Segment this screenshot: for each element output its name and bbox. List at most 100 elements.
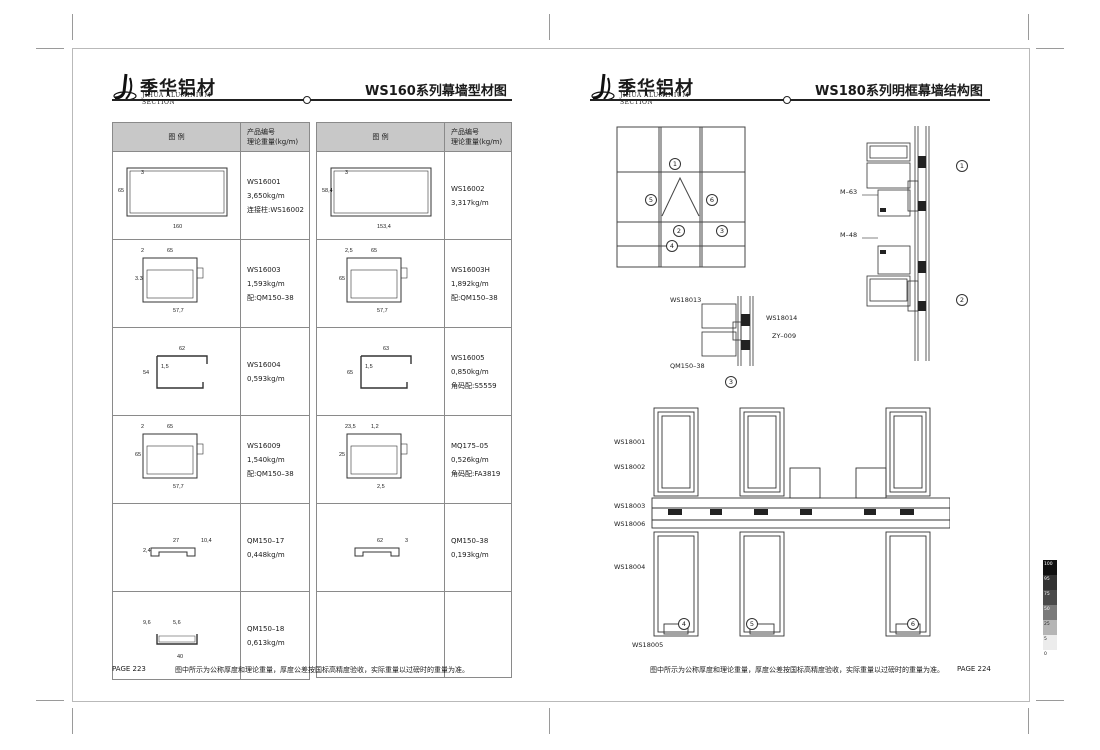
dimension-label: 3 <box>345 170 348 176</box>
crop-mark <box>72 708 73 734</box>
transom-detail-diagram <box>701 296 754 366</box>
dimension-label: 5,6 <box>173 620 181 626</box>
plan-label: WS18001 <box>614 438 646 446</box>
profile-info-line: MQ175–05 <box>451 441 489 450</box>
crop-mark <box>1028 708 1029 734</box>
profile-info-line: WS16009 <box>247 441 281 450</box>
dimension-label: 62 <box>179 346 185 352</box>
plan-label: WS18005 <box>632 641 664 649</box>
profile-info: WS16002 3,317kg/m <box>444 151 512 240</box>
profile-info-line: WS16003 <box>247 265 281 274</box>
dimension-label: 2 <box>141 424 144 430</box>
column-header-image: 图 例 <box>316 122 445 152</box>
dimension-label: 3 <box>141 170 144 176</box>
dimension-label: 58,4 <box>322 188 333 194</box>
brand-name: 季华铝材 <box>140 78 216 99</box>
dimension-label: 63 <box>383 346 389 352</box>
profile-info-line: 配:QM150–38 <box>247 293 294 302</box>
detail-label: ZY–009 <box>772 332 797 340</box>
profile-info-line: 3,317kg/m <box>451 198 489 207</box>
crop-mark <box>36 700 64 701</box>
dimension-label: 65 <box>371 248 377 254</box>
dimension-label: 65 <box>118 188 124 194</box>
profile-info-line: WS16004 <box>247 360 281 369</box>
plan-section-diagram <box>651 407 950 637</box>
brand-subtitle: JIHUA ALUMINIUM SECTION <box>620 92 689 106</box>
dimension-label: 62 <box>377 538 383 544</box>
dimension-label: 160 <box>173 224 182 230</box>
dimension-label: 65 <box>347 370 353 376</box>
dimension-label: 3 <box>405 538 408 544</box>
dimension-label: 65 <box>135 452 141 458</box>
dimension-label: 65 <box>339 276 345 282</box>
dimension-label: 2,5 <box>377 484 385 490</box>
header-rule <box>112 99 512 101</box>
section-label: M–63 <box>840 188 858 196</box>
profile-info-line: WS16003H <box>451 265 490 274</box>
profile-info-line: WS16002 <box>451 184 485 193</box>
dimension-label: 1,5 <box>161 364 169 370</box>
profile-info-line: 角码配:FA3819 <box>451 469 501 478</box>
dimension-label: 65 <box>167 248 173 254</box>
profile-shape: 621,554 <box>143 346 208 389</box>
profile-info-line: 角码配:S5559 <box>451 381 497 390</box>
crop-mark <box>1036 700 1064 701</box>
brand-name: 季华铝材 <box>618 78 694 99</box>
profile-info-line: 配:QM150–38 <box>247 469 294 478</box>
plan-label: WS18004 <box>614 563 646 571</box>
elevation-callout: 5 <box>645 194 657 206</box>
dimension-label: 23,5 <box>345 424 356 430</box>
profile-info-line: 连接柱:WS16002 <box>247 205 304 214</box>
profile-info-line: 1,892kg/m <box>451 279 489 288</box>
profile-info-line: QM150–18 <box>247 624 285 633</box>
column-header-info: 产品编号 理论重量(kg/m) <box>444 122 512 152</box>
vertical-section-diagram <box>862 126 930 361</box>
page-number: PAGE 224 <box>957 665 991 673</box>
dimension-label: 57,7 <box>173 484 184 490</box>
detail-label: WS18014 <box>766 314 798 322</box>
elevation-callout: 6 <box>706 194 718 206</box>
color-swatch: 5 <box>1043 635 1057 650</box>
profile-info-line: WS16005 <box>451 353 485 362</box>
dimension-label: 57,7 <box>173 308 184 314</box>
crop-mark <box>549 708 550 734</box>
profile-info-line: WS16001 <box>247 177 281 186</box>
header-dot <box>783 96 791 104</box>
color-swatch: 75 <box>1043 590 1057 605</box>
logo-mark-icon <box>591 73 615 101</box>
page-title: WS160系列幕墙型材图 <box>365 84 507 99</box>
profile-info-line: 1,593kg/m <box>247 279 285 288</box>
color-swatch: 0 <box>1043 650 1057 665</box>
crop-mark <box>36 48 64 49</box>
dimension-label: 40 <box>177 654 183 660</box>
dimension-label: 25 <box>339 452 345 458</box>
section-callout: 1 <box>956 160 968 172</box>
color-swatch: 25 <box>1043 620 1057 635</box>
profile-info-line: 0,850kg/m <box>451 367 489 376</box>
profile-info: WS16003 1,593kg/m 配:QM150–38 <box>240 239 310 328</box>
color-swatch: 100 <box>1043 560 1057 575</box>
profile-drawing: 62 3 <box>316 503 445 592</box>
profile-info-line: 0,193kg/m <box>451 550 489 559</box>
